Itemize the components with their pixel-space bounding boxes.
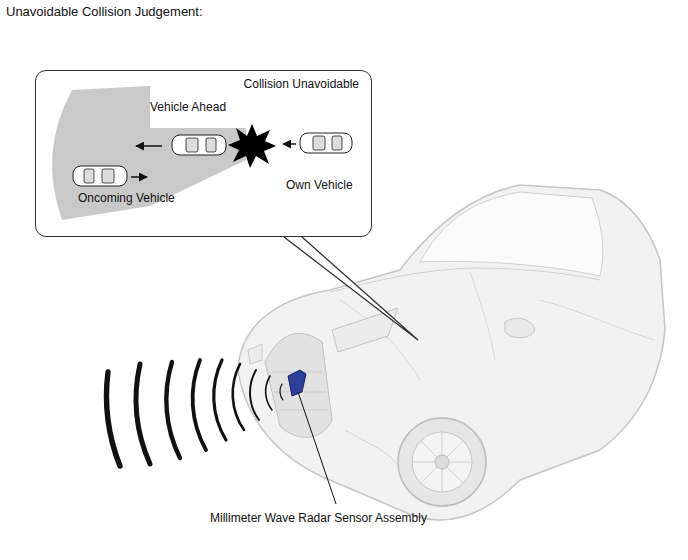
part-name: Millimeter Wave Radar Sensor Assembly <box>210 511 427 525</box>
box-heading: Collision Unavoidable <box>244 77 359 91</box>
car-icon <box>73 166 127 186</box>
radar-waves <box>107 360 283 466</box>
diagram-title: Unavoidable Collision Judgement: <box>6 4 203 19</box>
vehicle-label: Vehicle Ahead <box>150 100 226 114</box>
vehicle-illustration <box>238 185 665 520</box>
callout-pointer <box>284 237 418 340</box>
collision-burst <box>228 124 276 168</box>
radar-coverage <box>52 86 246 220</box>
motion-arrow <box>136 145 162 147</box>
inset-scene <box>52 86 352 220</box>
vehicle-label: Oncoming Vehicle <box>78 191 175 205</box>
callout-box: Collision Unavoidable <box>35 70 372 237</box>
vehicle-label: Own Vehicle <box>286 178 353 192</box>
car-icon <box>300 133 352 153</box>
motion-arrow <box>283 143 296 145</box>
radar-sensor <box>288 370 306 396</box>
motion-arrow <box>131 176 147 178</box>
car-icon <box>172 135 226 155</box>
leader-line <box>298 392 336 504</box>
